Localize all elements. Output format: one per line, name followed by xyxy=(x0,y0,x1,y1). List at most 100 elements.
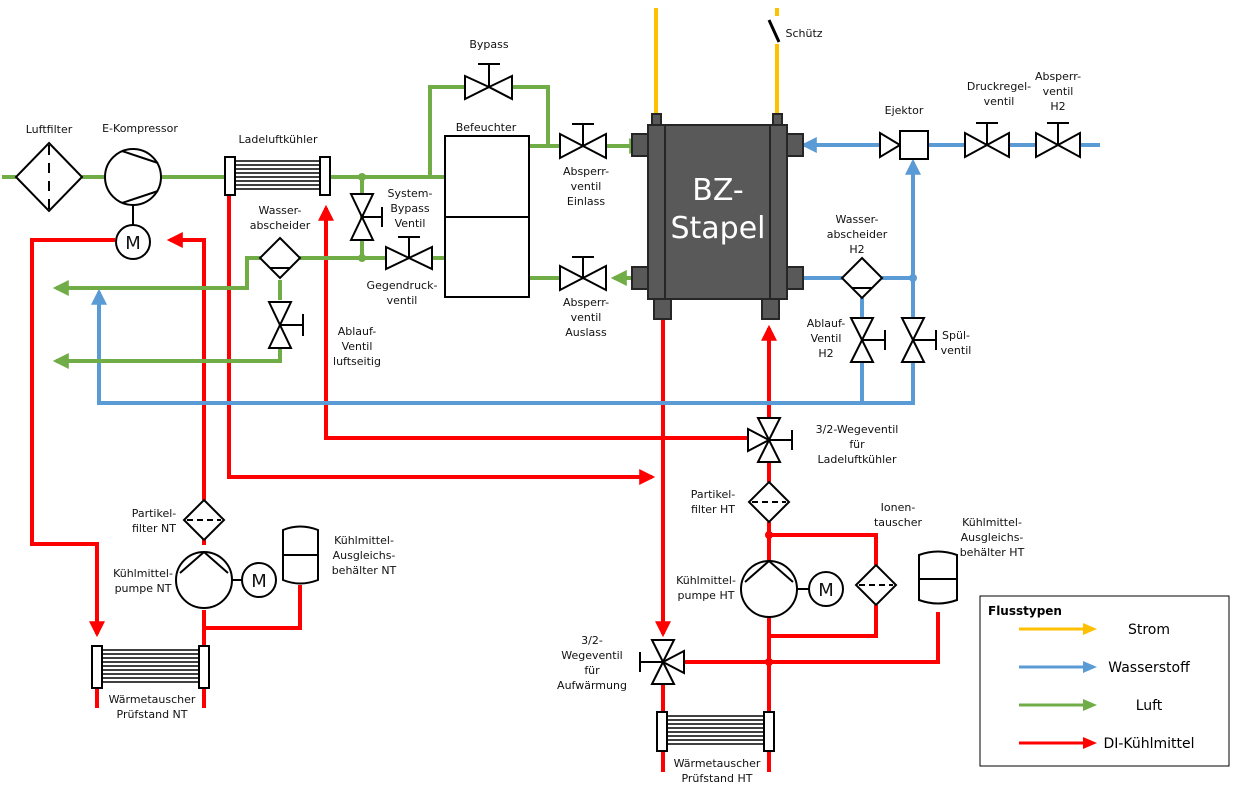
label-line: behälter HT xyxy=(960,546,1025,559)
stack-label-line2: Stapel xyxy=(670,211,765,246)
label-ausgleich-nt: Kühlmittel- Ausgleichs-behälter NT xyxy=(332,534,397,577)
label-line: 3/2-Wegeventil xyxy=(816,423,899,436)
label-humidifier: Befeuchter xyxy=(456,121,517,134)
label-line: für xyxy=(849,438,865,451)
heat-exchanger-ht-icon xyxy=(656,711,775,752)
junction-dot xyxy=(909,274,917,282)
label-line: Kühlmittel- xyxy=(676,574,736,587)
air-drain-out xyxy=(52,348,282,369)
motor-label: M xyxy=(125,233,141,254)
charge-air-cooler-icon xyxy=(224,156,331,196)
h2-purge-line xyxy=(91,288,864,405)
air-bypass-out xyxy=(512,85,550,146)
legend-item: Strom xyxy=(1019,622,1170,638)
label-line: Aufwärmung xyxy=(557,679,627,692)
air-lines xyxy=(2,85,646,369)
label-line: Ventil xyxy=(811,332,842,345)
label-line: Ablauf- xyxy=(338,325,377,338)
label-line: abscheider xyxy=(250,219,311,232)
label-line: Kühlmittel- xyxy=(334,534,394,547)
label-line: luftseitig xyxy=(333,355,381,368)
component-labels: Luftfilter E-Kompressor Ladeluftkühler B… xyxy=(26,27,924,146)
label-line: ventil xyxy=(387,294,418,307)
pressure-regulator-valve-icon xyxy=(964,122,1010,159)
h2-purge-seg xyxy=(862,362,915,405)
junction-dot xyxy=(765,531,773,539)
label-gegendruck: Gegendruck-ventil xyxy=(367,279,438,307)
label-pumpe-ht: Kühlmittel-pumpe HT xyxy=(676,574,736,602)
expansion-tank-ht-icon xyxy=(918,550,958,605)
motor-icon: M xyxy=(115,224,151,260)
drain-valve-h2-icon xyxy=(849,317,886,363)
air-filter-icon xyxy=(14,141,84,213)
label-line: Bypass xyxy=(390,202,430,215)
label-ejector: Ejektor xyxy=(885,104,924,117)
label-line: behälter NT xyxy=(332,564,397,577)
label-line: Wärmetauscher xyxy=(109,693,196,706)
junction-dot xyxy=(358,173,366,181)
shutoff-valve-h2-icon xyxy=(1035,122,1081,159)
label-line: H2 xyxy=(1050,100,1065,113)
label-partikel-nt: Partikel-filter NT xyxy=(132,507,177,535)
stack-label-line1: BZ- xyxy=(692,173,743,208)
label-line: 3/2- xyxy=(581,634,603,647)
label-line: filter HT xyxy=(691,503,735,516)
label-line: ventil xyxy=(984,95,1015,108)
three-way-valve-warmup-icon xyxy=(639,639,685,685)
label-line: Spül- xyxy=(942,329,970,342)
label-line: Ventil xyxy=(342,340,373,353)
label-line: Einlass xyxy=(567,195,606,208)
motor-label: M xyxy=(251,571,267,592)
label-pumpe-nt: Kühlmittel-pumpe NT xyxy=(113,567,173,595)
motor-ht-icon: M xyxy=(808,571,844,607)
label-charge-air-cooler: Ladeluftkühler xyxy=(239,133,318,146)
label-line: tauscher xyxy=(874,516,923,529)
legend-arrow-icon xyxy=(1083,623,1097,635)
legend: Flusstypen StromWasserstoffLuftDI-Kühlmi… xyxy=(979,595,1230,767)
label-line: Partikel- xyxy=(132,507,177,520)
fuel-cell-stack: BZ- Stapel xyxy=(631,113,804,320)
label-line: Prüfstand NT xyxy=(117,708,188,721)
shutoff-valve-inlet-icon xyxy=(559,123,607,160)
coolant-llk-in xyxy=(318,204,753,440)
ion-exchanger-icon xyxy=(854,563,898,607)
label-line: Wegeventil xyxy=(561,649,622,662)
coolant-to-motor xyxy=(166,232,206,500)
legend-title: Flusstypen xyxy=(988,604,1062,618)
label-line: ventil xyxy=(571,311,602,324)
system-bypass-valve-icon xyxy=(349,193,383,241)
coolant-nt-return xyxy=(30,238,115,638)
three-way-valve-llk-icon xyxy=(747,417,793,463)
label-compressor: E-Kompressor xyxy=(102,122,178,135)
junction-dot xyxy=(765,658,773,666)
legend-item: Luft xyxy=(1019,698,1163,714)
label-spuel: Spül-ventil xyxy=(941,329,972,357)
label-line: filter NT xyxy=(132,522,176,535)
label-line: H2 xyxy=(818,347,833,360)
label-line: Ausgleichs- xyxy=(333,549,396,562)
air-bypass-in xyxy=(428,85,465,177)
label-line: Ventil xyxy=(395,217,426,230)
label-ausgleich-ht: Kühlmittel-Ausgleichs-behälter HT xyxy=(960,516,1025,559)
power-lines xyxy=(654,8,781,114)
particle-filter-ht-icon xyxy=(747,480,791,524)
label-line: ventil xyxy=(1043,85,1074,98)
junction-dot xyxy=(660,435,666,441)
label-line: Kühlmittel- xyxy=(113,567,173,580)
label-line: Ausgleichs- xyxy=(961,531,1024,544)
label-line: Gegendruck- xyxy=(367,279,438,292)
junction-dot xyxy=(358,254,366,262)
legend-arrow-icon xyxy=(1083,699,1097,711)
label-ablauf-luft: Ablauf- Ventil luftseitig xyxy=(333,325,381,368)
water-separator-h2-icon xyxy=(840,256,884,300)
label-line: Absperr- xyxy=(563,165,609,178)
motor-nt-icon: M xyxy=(241,562,277,598)
label-partikel-ht: Partikel-filter HT xyxy=(691,488,736,516)
back-pressure-valve-icon xyxy=(385,236,433,271)
